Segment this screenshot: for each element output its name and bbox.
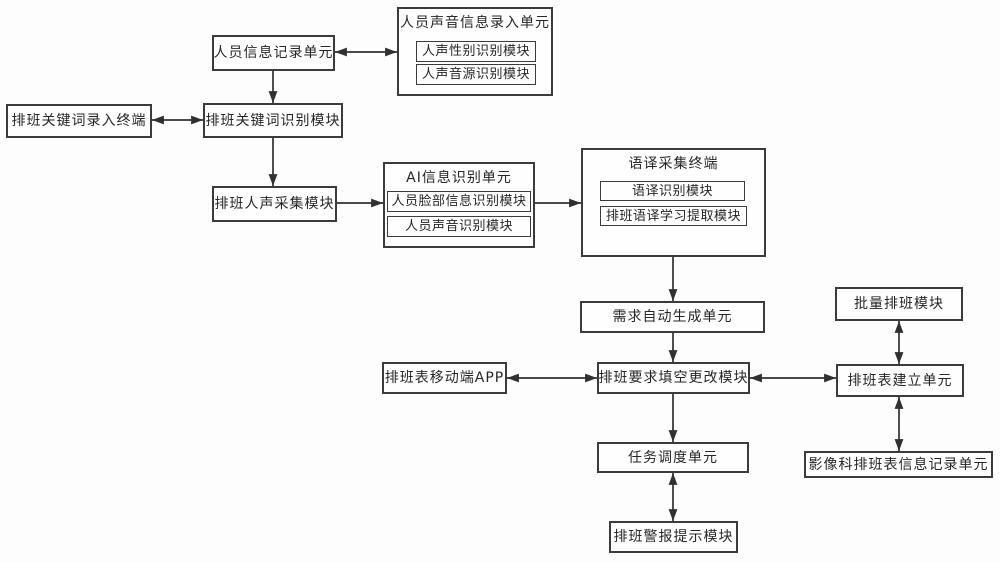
node-translation-recognition-module: 语译识别模块 <box>600 181 745 201</box>
node-task-dispatch-unit: 任务调度单元 <box>597 442 749 473</box>
node-personnel-voice-recognition-module: 人员声音识别模块 <box>387 216 531 237</box>
node-translation-learning-extraction-module-label: 排班语译学习提取模块 <box>605 208 741 224</box>
node-personnel-info-record-unit-label: 人员信息记录单元 <box>213 45 334 61</box>
node-ai-info-recognition-unit-label: AI信息识别单元 <box>406 170 512 186</box>
node-translation-learning-extraction-module: 排班语译学习提取模块 <box>600 206 747 226</box>
node-scheduling-fill-in-change-module-label: 排班要求填空更改模块 <box>598 370 749 386</box>
node-translation-collection-terminal-label: 语译采集终端 <box>628 156 719 172</box>
node-translation-collection-terminal: 语译采集终端 <box>581 148 766 257</box>
node-face-info-recognition-module-label: 人员脸部信息识别模块 <box>391 194 527 209</box>
node-scheduling-keyword-recognition-module-label: 排班关键词识别模块 <box>205 112 341 129</box>
node-voice-source-recognition-module-label: 人声音源识别模块 <box>421 67 530 82</box>
node-scheduling-alarm-prompt-module-label: 排班警报提示模块 <box>613 529 734 545</box>
node-demand-auto-generation-unit-label: 需求自动生成单元 <box>612 309 733 325</box>
node-imaging-dept-schedule-info-record-unit: 影像科排班表信息记录单元 <box>804 451 993 478</box>
node-face-info-recognition-module: 人员脸部信息识别模块 <box>387 191 531 212</box>
node-scheduling-fill-in-change-module: 排班要求填空更改模块 <box>597 362 750 394</box>
node-voice-source-recognition-module: 人声音源识别模块 <box>416 64 536 85</box>
node-scheduling-keyword-recognition-module: 排班关键词识别模块 <box>203 103 343 138</box>
node-scheduling-voice-collection-module: 排班人声采集模块 <box>212 186 337 222</box>
node-scheduling-keyword-entry-terminal-label: 排班关键词录入终端 <box>11 113 147 129</box>
node-personnel-voice-info-entry-unit-label: 人员声音信息录入单元 <box>400 15 550 31</box>
node-schedule-creation-unit-label: 排班表建立单元 <box>847 372 953 389</box>
node-batch-scheduling-module-label: 批量排班模块 <box>854 296 944 312</box>
node-scheduling-voice-collection-module-label: 排班人声采集模块 <box>214 196 335 212</box>
node-scheduling-keyword-entry-terminal: 排班关键词录入终端 <box>6 104 152 138</box>
node-task-dispatch-unit-label: 任务调度单元 <box>628 449 718 466</box>
node-batch-scheduling-module: 批量排班模块 <box>835 287 963 321</box>
node-schedule-creation-unit: 排班表建立单元 <box>836 364 964 397</box>
node-personnel-voice-recognition-module-label: 人员声音识别模块 <box>404 219 513 234</box>
node-voice-gender-recognition-module: 人声性别识别模块 <box>416 41 536 62</box>
node-schedule-mobile-app: 排班表移动端APP <box>382 362 507 394</box>
node-voice-gender-recognition-module-label: 人声性别识别模块 <box>421 44 530 59</box>
node-scheduling-alarm-prompt-module: 排班警报提示模块 <box>609 521 738 553</box>
node-demand-auto-generation-unit: 需求自动生成单元 <box>580 301 765 333</box>
node-personnel-info-record-unit: 人员信息记录单元 <box>212 35 335 71</box>
node-schedule-mobile-app-label: 排班表移动端APP <box>384 370 505 386</box>
node-translation-recognition-module-label: 语译识别模块 <box>631 183 713 199</box>
node-imaging-dept-schedule-info-record-unit-label: 影像科排班表信息记录单元 <box>808 456 989 473</box>
